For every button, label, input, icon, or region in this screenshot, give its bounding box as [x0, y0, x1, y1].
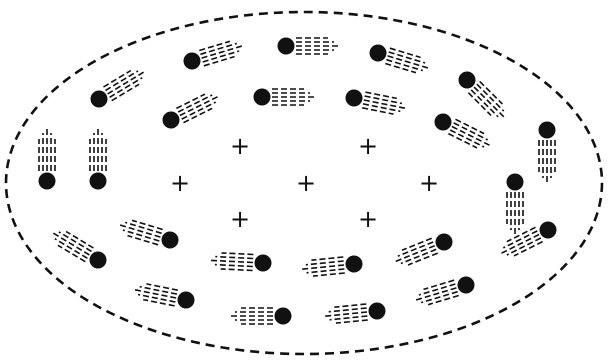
electron	[346, 90, 363, 107]
motion-trail-line	[363, 104, 400, 111]
motion-trail-line	[112, 84, 139, 100]
motion-trail-line	[362, 108, 393, 114]
motion-trail-line	[300, 265, 344, 269]
electron	[255, 255, 272, 272]
motion-trail-line	[480, 81, 503, 104]
motion-trail-line	[364, 100, 407, 109]
motion-trail-line	[323, 312, 367, 316]
positive-charge: +	[296, 169, 316, 197]
electron	[507, 174, 524, 191]
motion-trail-line	[52, 232, 90, 255]
motion-trail-line	[311, 257, 343, 260]
motion-trail-line	[106, 71, 139, 91]
motion-trail-line	[477, 84, 504, 111]
motion-trail-line	[503, 231, 537, 248]
motion-trail-line	[500, 235, 539, 255]
motion-trail-line	[182, 102, 216, 119]
motion-trail-line	[146, 284, 177, 290]
motion-trail-line	[428, 296, 459, 305]
motion-trail-line	[180, 96, 219, 116]
motion-trail-line	[329, 308, 367, 312]
electron	[346, 256, 363, 273]
motion-trail-line	[468, 93, 491, 116]
electron	[458, 277, 475, 294]
positive-charge: +	[358, 132, 378, 160]
electron	[369, 303, 386, 320]
motion-trail-line	[307, 269, 345, 273]
motion-trail-line	[199, 41, 230, 50]
motion-trail-line	[132, 220, 163, 229]
positive-charge: +	[358, 205, 378, 233]
electron	[540, 222, 557, 239]
electron	[162, 232, 179, 249]
motion-trail-line	[306, 261, 344, 265]
motion-trail-line	[507, 238, 541, 255]
motion-trail-line	[334, 304, 366, 307]
motion-trail-line	[454, 123, 488, 140]
motion-trail-line	[66, 232, 93, 249]
motion-trail-line	[140, 287, 177, 294]
motion-trail-line	[133, 289, 176, 298]
positive-charge: +	[230, 132, 250, 160]
motion-trail-line	[330, 316, 368, 320]
motion-trail-line	[178, 95, 212, 112]
electron	[539, 122, 556, 139]
positive-charge: +	[419, 169, 439, 197]
electron	[184, 53, 201, 70]
electron	[90, 252, 107, 269]
electron	[435, 114, 452, 131]
motion-trail-line	[104, 71, 131, 88]
motion-trail-line	[222, 253, 254, 255]
positive-charge: +	[170, 169, 190, 197]
motion-trail-line	[59, 232, 92, 252]
motion-trail-line	[58, 245, 85, 261]
positive-charges: + + + + + + +	[170, 132, 439, 233]
electron	[91, 91, 108, 108]
electron	[163, 112, 180, 129]
motion-trail-line	[385, 64, 416, 73]
electron	[178, 292, 195, 309]
motion-trail-line	[365, 96, 402, 104]
motion-trail-line	[450, 130, 484, 147]
motion-trail-line	[452, 127, 491, 147]
motion-trail-line	[313, 273, 345, 276]
motion-trail-line	[424, 280, 455, 289]
motion-trail-line	[471, 90, 498, 117]
electron	[459, 72, 476, 89]
electron	[275, 308, 292, 325]
electron	[90, 173, 107, 190]
positive-charge: +	[230, 205, 250, 233]
electron	[436, 234, 453, 251]
motion-trail-line	[209, 260, 253, 262]
motion-trail-line	[221, 269, 253, 271]
motion-trail-line	[128, 236, 159, 245]
motion-trail-line	[390, 48, 421, 57]
motion-trail-line	[394, 246, 435, 262]
motion-trail-line	[215, 257, 253, 259]
motion-trail-line	[336, 320, 368, 323]
motion-trail-line	[204, 57, 235, 66]
electron	[254, 89, 271, 106]
motion-trail-line	[138, 295, 175, 303]
motion-trail-line	[402, 238, 432, 250]
motion-trail-line	[215, 265, 253, 267]
electron	[370, 45, 387, 62]
electron	[39, 173, 56, 190]
motion-trail-line	[108, 71, 146, 94]
electron	[278, 38, 295, 55]
